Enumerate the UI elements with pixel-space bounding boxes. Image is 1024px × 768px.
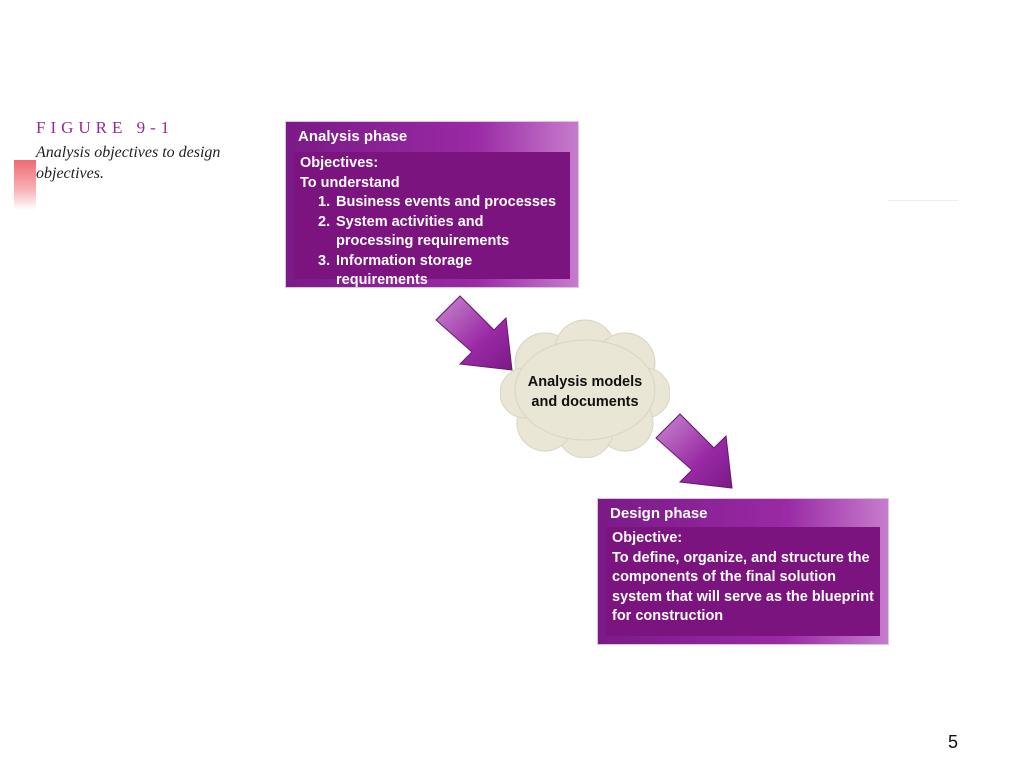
objective-item: 2. System activities and processing requ… [300, 213, 564, 252]
objective-item: 1. Business events and processes [300, 193, 564, 213]
objective-text: System activities and processing require… [336, 213, 510, 250]
cloud-shape-icon [499, 319, 671, 459]
arrow-to-cloud-icon [435, 295, 513, 371]
objective-number: 2. [318, 213, 331, 230]
objectives-intro: To understand [300, 174, 400, 191]
objectives-heading: Objectives: [300, 155, 379, 171]
design-phase-title: Design phase [610, 505, 708, 522]
analysis-phase-title: Analysis phase [298, 128, 408, 145]
objective-number: 1. [318, 194, 331, 210]
analysis-objectives-panel: Objectives: To understand 1. Business ev… [294, 152, 570, 288]
cloud-label-line2: and documents [531, 394, 639, 410]
accent-bar [14, 160, 36, 210]
arrow-to-design-icon [655, 413, 733, 489]
cloud-label: Analysis models and documents [500, 372, 670, 412]
figure-label: FIGURE 9-1 [36, 118, 175, 137]
objective-heading: Objective: [612, 530, 683, 546]
figure-description: Analysis objectives to design objectives… [36, 144, 221, 182]
analysis-phase-box: Analysis phase Objectives: To understand… [286, 122, 578, 288]
divider [888, 200, 958, 201]
design-phase-box: Design phase Objective: To define, organ… [598, 499, 888, 644]
objectives-list: 1. Business events and processes 2. Syst… [300, 193, 564, 291]
objective-item: 3. Information storage requirements [300, 252, 564, 291]
page-number: 5 [948, 732, 959, 752]
objective-number: 3. [318, 252, 331, 269]
cloud-label-line1: Analysis models [527, 374, 643, 390]
figure-caption: FIGURE 9-1 Analysis objectives to design… [36, 118, 236, 184]
design-objective-panel: Objective: To define, organize, and stru… [606, 527, 880, 636]
analysis-models-cloud: Analysis models and documents [499, 318, 671, 459]
objective-text: To define, organize, and structure the c… [612, 549, 874, 625]
objective-text: Business events and processes [336, 194, 557, 210]
objective-text: Information storage requirements [336, 252, 473, 289]
